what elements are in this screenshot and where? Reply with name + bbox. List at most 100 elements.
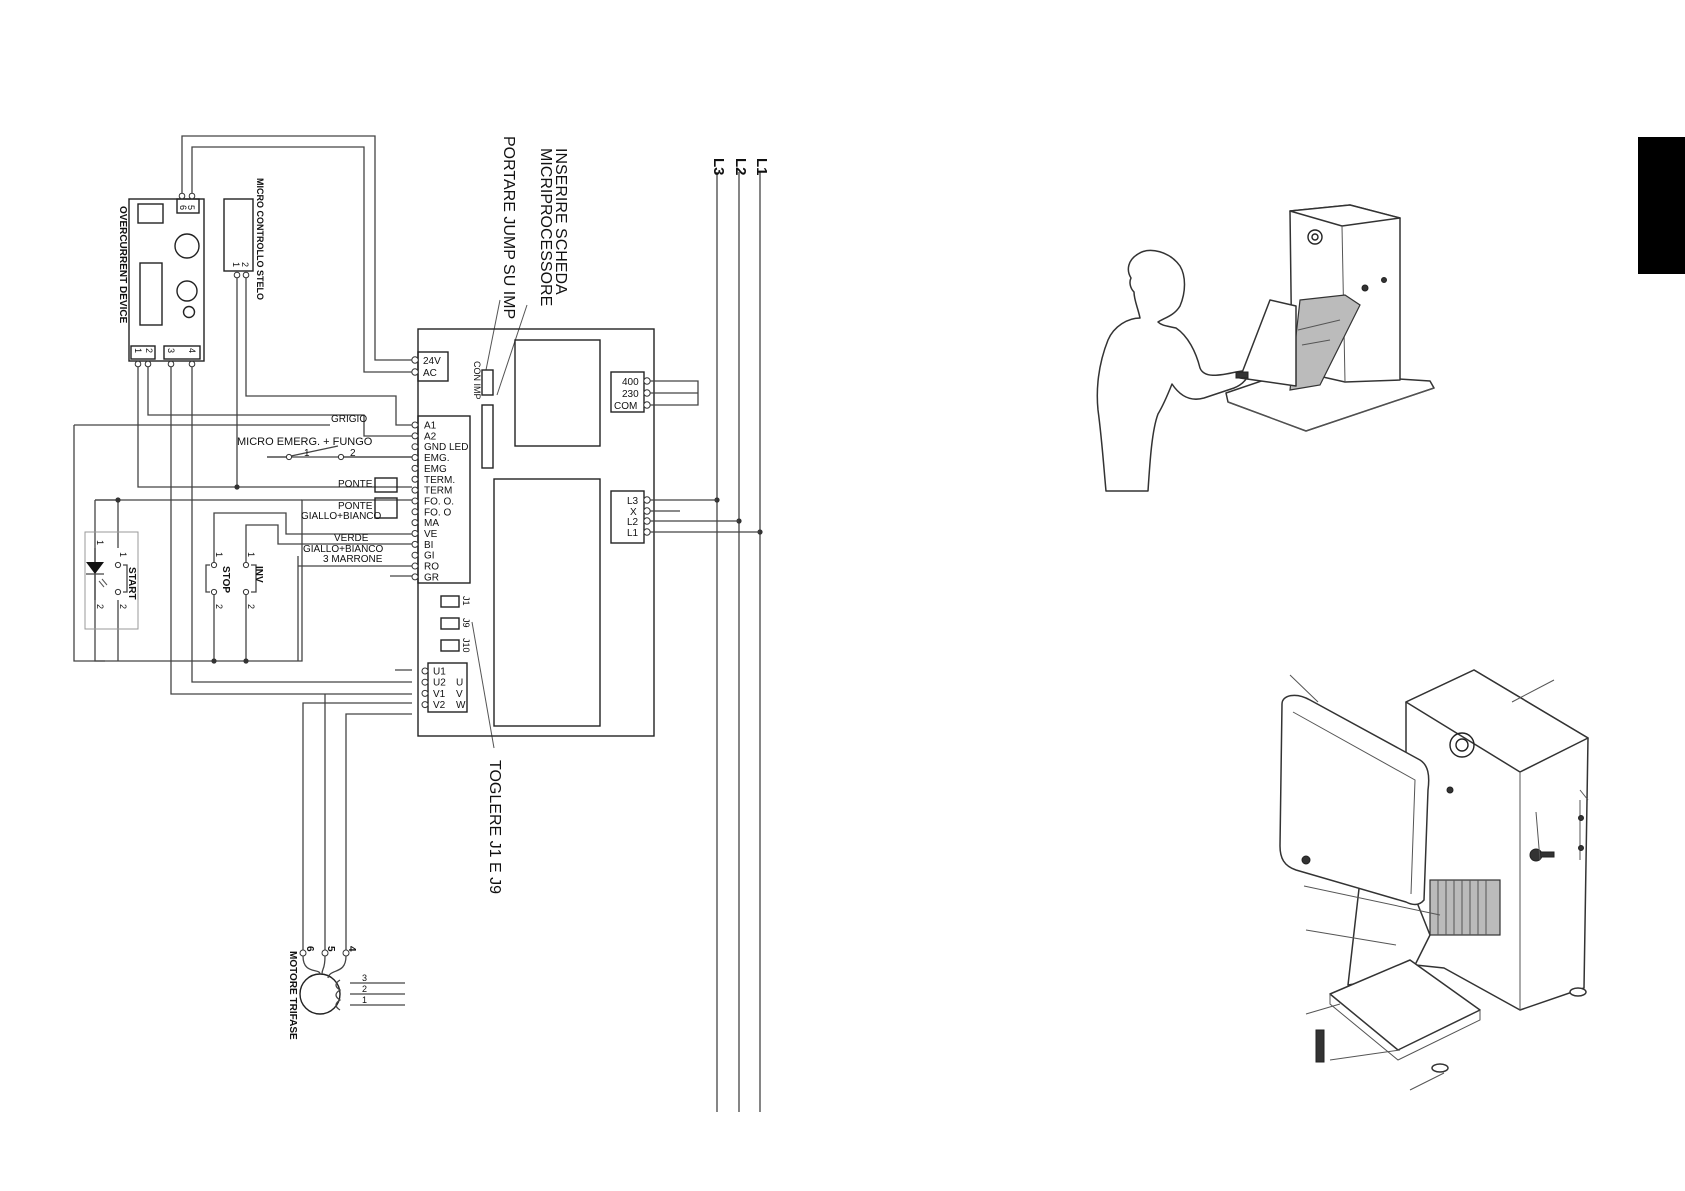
micro-control-label: MICRO CONTROLLO STELO bbox=[255, 178, 265, 300]
processor-area-top bbox=[514, 339, 601, 447]
terminal-label-com: COM bbox=[614, 401, 637, 412]
svg-text:4: 4 bbox=[346, 946, 357, 952]
control-terminal-pin bbox=[411, 497, 419, 505]
overcurrent-dial-large bbox=[174, 233, 200, 259]
note-remove-jumpers: TOGLERE J1 E J9 bbox=[486, 760, 503, 894]
control-terminal-label: EMG. bbox=[424, 453, 450, 464]
wire-label-ponte-1: PONTE bbox=[338, 479, 373, 490]
svg-text:1: 1 bbox=[133, 348, 143, 353]
supply-terminal-box bbox=[417, 351, 449, 382]
control-terminal-label: GI bbox=[424, 551, 435, 562]
control-terminal-label: BI bbox=[424, 540, 433, 551]
control-terminal-pin bbox=[411, 486, 419, 494]
control-terminal-pin bbox=[411, 454, 419, 462]
terminal-label-230: 230 bbox=[622, 389, 639, 400]
svg-text:3: 3 bbox=[362, 973, 367, 983]
instruction-notes: INSERIRE SCHEDA MICRIPROCESSORE PORTARE … bbox=[471, 136, 569, 894]
overcurrent-device-label: OVERCURRENT DEVICE bbox=[117, 206, 128, 324]
removable-guard-cover bbox=[1279, 694, 1430, 906]
wire-label-emergency: MICRO EMERG. + FUNGO bbox=[237, 436, 373, 448]
machine-detail-illustration bbox=[1279, 669, 1589, 1091]
motor-phase-label: W bbox=[456, 700, 466, 711]
svg-text:2: 2 bbox=[95, 604, 105, 609]
note-jump: PORTARE JUMP SU IMP bbox=[500, 136, 517, 319]
svg-text:2: 2 bbox=[118, 604, 128, 609]
control-terminal-label: TERM. bbox=[424, 475, 455, 486]
overcurrent-panel bbox=[139, 262, 163, 326]
motor-terminal-pin bbox=[421, 701, 429, 709]
wiring-diagram: L1 L2 L3 INSERIRE SCHEDA MICRIPROCESSORE… bbox=[73, 135, 770, 1112]
control-terminal-label: VE bbox=[424, 529, 438, 540]
svg-text:2: 2 bbox=[362, 984, 367, 994]
phase-label-l1: L1 bbox=[753, 158, 770, 176]
phase-label-l3: L3 bbox=[710, 158, 727, 176]
motor-terminal-pin bbox=[421, 667, 429, 675]
control-terminal-label: RO bbox=[424, 562, 439, 573]
motor-label: MOTORE TRIFASE bbox=[287, 951, 298, 1040]
control-terminal-pin bbox=[411, 551, 419, 559]
control-terminal-pin bbox=[411, 508, 419, 516]
control-terminal-pin bbox=[411, 432, 419, 440]
svg-text:1: 1 bbox=[118, 552, 128, 557]
wiring: 1 2 bbox=[73, 135, 412, 950]
svg-text:1: 1 bbox=[231, 262, 241, 267]
overcurrent-display bbox=[137, 203, 164, 224]
wire-label-giallo-bianco-2: GIALLO+BIANCO bbox=[303, 544, 384, 555]
svg-text:6: 6 bbox=[178, 205, 188, 210]
control-terminal-pin bbox=[411, 421, 419, 429]
motor-terminal-pin bbox=[421, 689, 429, 697]
overcurrent-device-body bbox=[128, 198, 205, 362]
svg-text:2: 2 bbox=[240, 262, 250, 267]
phase-lines: L1 L2 L3 bbox=[710, 158, 770, 1112]
control-terminal-pin bbox=[411, 540, 419, 548]
motor-terminal-label: U1 bbox=[433, 667, 446, 678]
overcurrent-dial-small bbox=[182, 305, 196, 319]
svg-text:2: 2 bbox=[246, 604, 256, 609]
control-terminal-pin bbox=[411, 475, 419, 483]
control-terminal-label: A2 bbox=[424, 431, 437, 442]
wire-label-ponte-2: PONTE bbox=[338, 501, 373, 512]
motor-terminal-label: V2 bbox=[433, 700, 446, 711]
control-terminal-label: FO. O. bbox=[424, 496, 454, 507]
wire-label-marrone: 3 MARRONE bbox=[323, 554, 383, 565]
wire-labels: GRIGIO MICRO EMERG. + FUNGO PONTE PONTE … bbox=[237, 414, 384, 565]
note-insert-board-line1: INSERIRE SCHEDA bbox=[552, 148, 569, 295]
control-terminal-label: FO. O bbox=[424, 507, 451, 518]
motor-phase-label: V bbox=[456, 689, 463, 700]
jump-label: CON IMP bbox=[472, 361, 482, 400]
line-terminal-box bbox=[610, 490, 645, 544]
inv-button-label: INV bbox=[253, 566, 264, 583]
control-terminal-label: TERM bbox=[424, 486, 452, 497]
overcurrent-dial-medium bbox=[176, 280, 198, 302]
control-terminal-label: A1 bbox=[424, 421, 437, 432]
control-terminal-label: GR bbox=[424, 572, 439, 583]
control-terminal-label: MA bbox=[424, 518, 439, 529]
control-terminal-pin bbox=[411, 562, 419, 570]
motor-terminal-label: U2 bbox=[433, 678, 446, 689]
start-button-area bbox=[84, 531, 139, 630]
control-terminal-pin bbox=[411, 443, 419, 451]
jumper-label-j1: J1 bbox=[461, 596, 471, 606]
motor-terminal-box bbox=[427, 662, 468, 713]
jumper-j1 bbox=[440, 595, 460, 608]
svg-text:1: 1 bbox=[362, 995, 367, 1005]
svg-text:1: 1 bbox=[214, 552, 224, 557]
emergency-contact-pin-1: 1 bbox=[304, 448, 310, 459]
jumper-label-j10: J10 bbox=[461, 638, 471, 653]
terminal-label-l3: L3 bbox=[627, 496, 639, 507]
control-terminal-pin bbox=[411, 464, 419, 472]
stop-button-label: STOP bbox=[220, 566, 231, 593]
svg-text:2: 2 bbox=[214, 604, 224, 609]
start-button-label: START bbox=[126, 567, 137, 600]
svg-text:1: 1 bbox=[246, 552, 256, 557]
pushbuttons: START 1 1 2 2 STOP 1 2 INV 1 2 bbox=[84, 531, 264, 630]
svg-text:6: 6 bbox=[304, 946, 315, 952]
processor-area-bottom bbox=[493, 478, 601, 727]
led-diode-icon bbox=[86, 562, 104, 574]
svg-text:5: 5 bbox=[186, 205, 196, 210]
motor-symbol bbox=[299, 973, 341, 1015]
